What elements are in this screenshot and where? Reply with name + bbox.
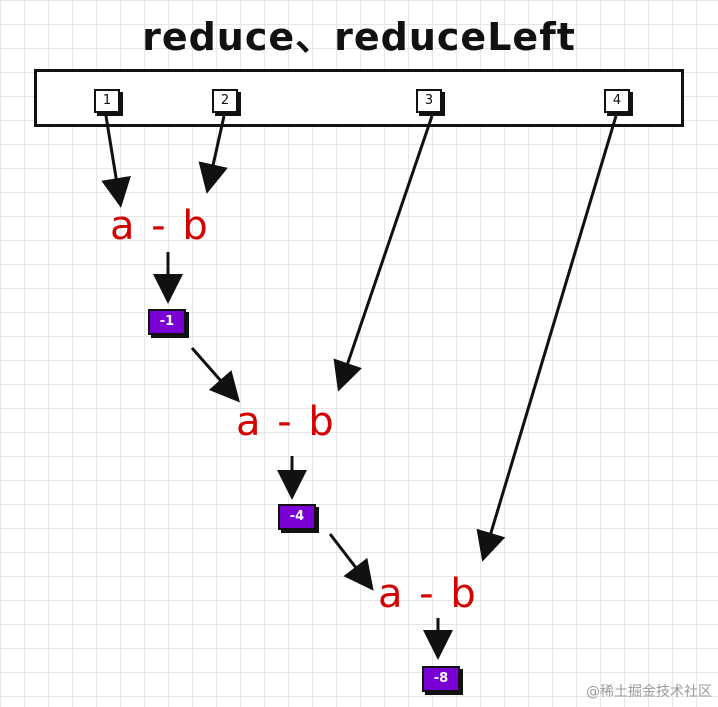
arrow-result2-to-op3 [328, 533, 374, 591]
arrow-1-to-op1 [101, 115, 131, 208]
array-element-1: 1 [94, 89, 120, 113]
result-box-1: -1 [148, 309, 186, 335]
watermark: @稀土掘金技术社区 [586, 684, 712, 700]
operation-label-1: a - b [110, 203, 210, 249]
operation-label-3: a - b [378, 571, 478, 617]
result-box-2: -4 [278, 504, 316, 530]
diagram-title: reduce、reduceLeft [142, 15, 576, 59]
operation-label-2: a - b [236, 399, 336, 445]
array-element-2: 2 [212, 89, 238, 113]
arrow-4-to-op3 [476, 115, 618, 562]
array-element-3: 3 [416, 89, 442, 113]
arrow-2-to-op1 [198, 115, 228, 194]
array-container [34, 69, 684, 127]
arrow-result1-to-op2 [190, 347, 240, 403]
result-box-3: -8 [422, 666, 460, 692]
array-element-4: 4 [604, 89, 630, 113]
arrow-3-to-op2 [333, 115, 434, 392]
